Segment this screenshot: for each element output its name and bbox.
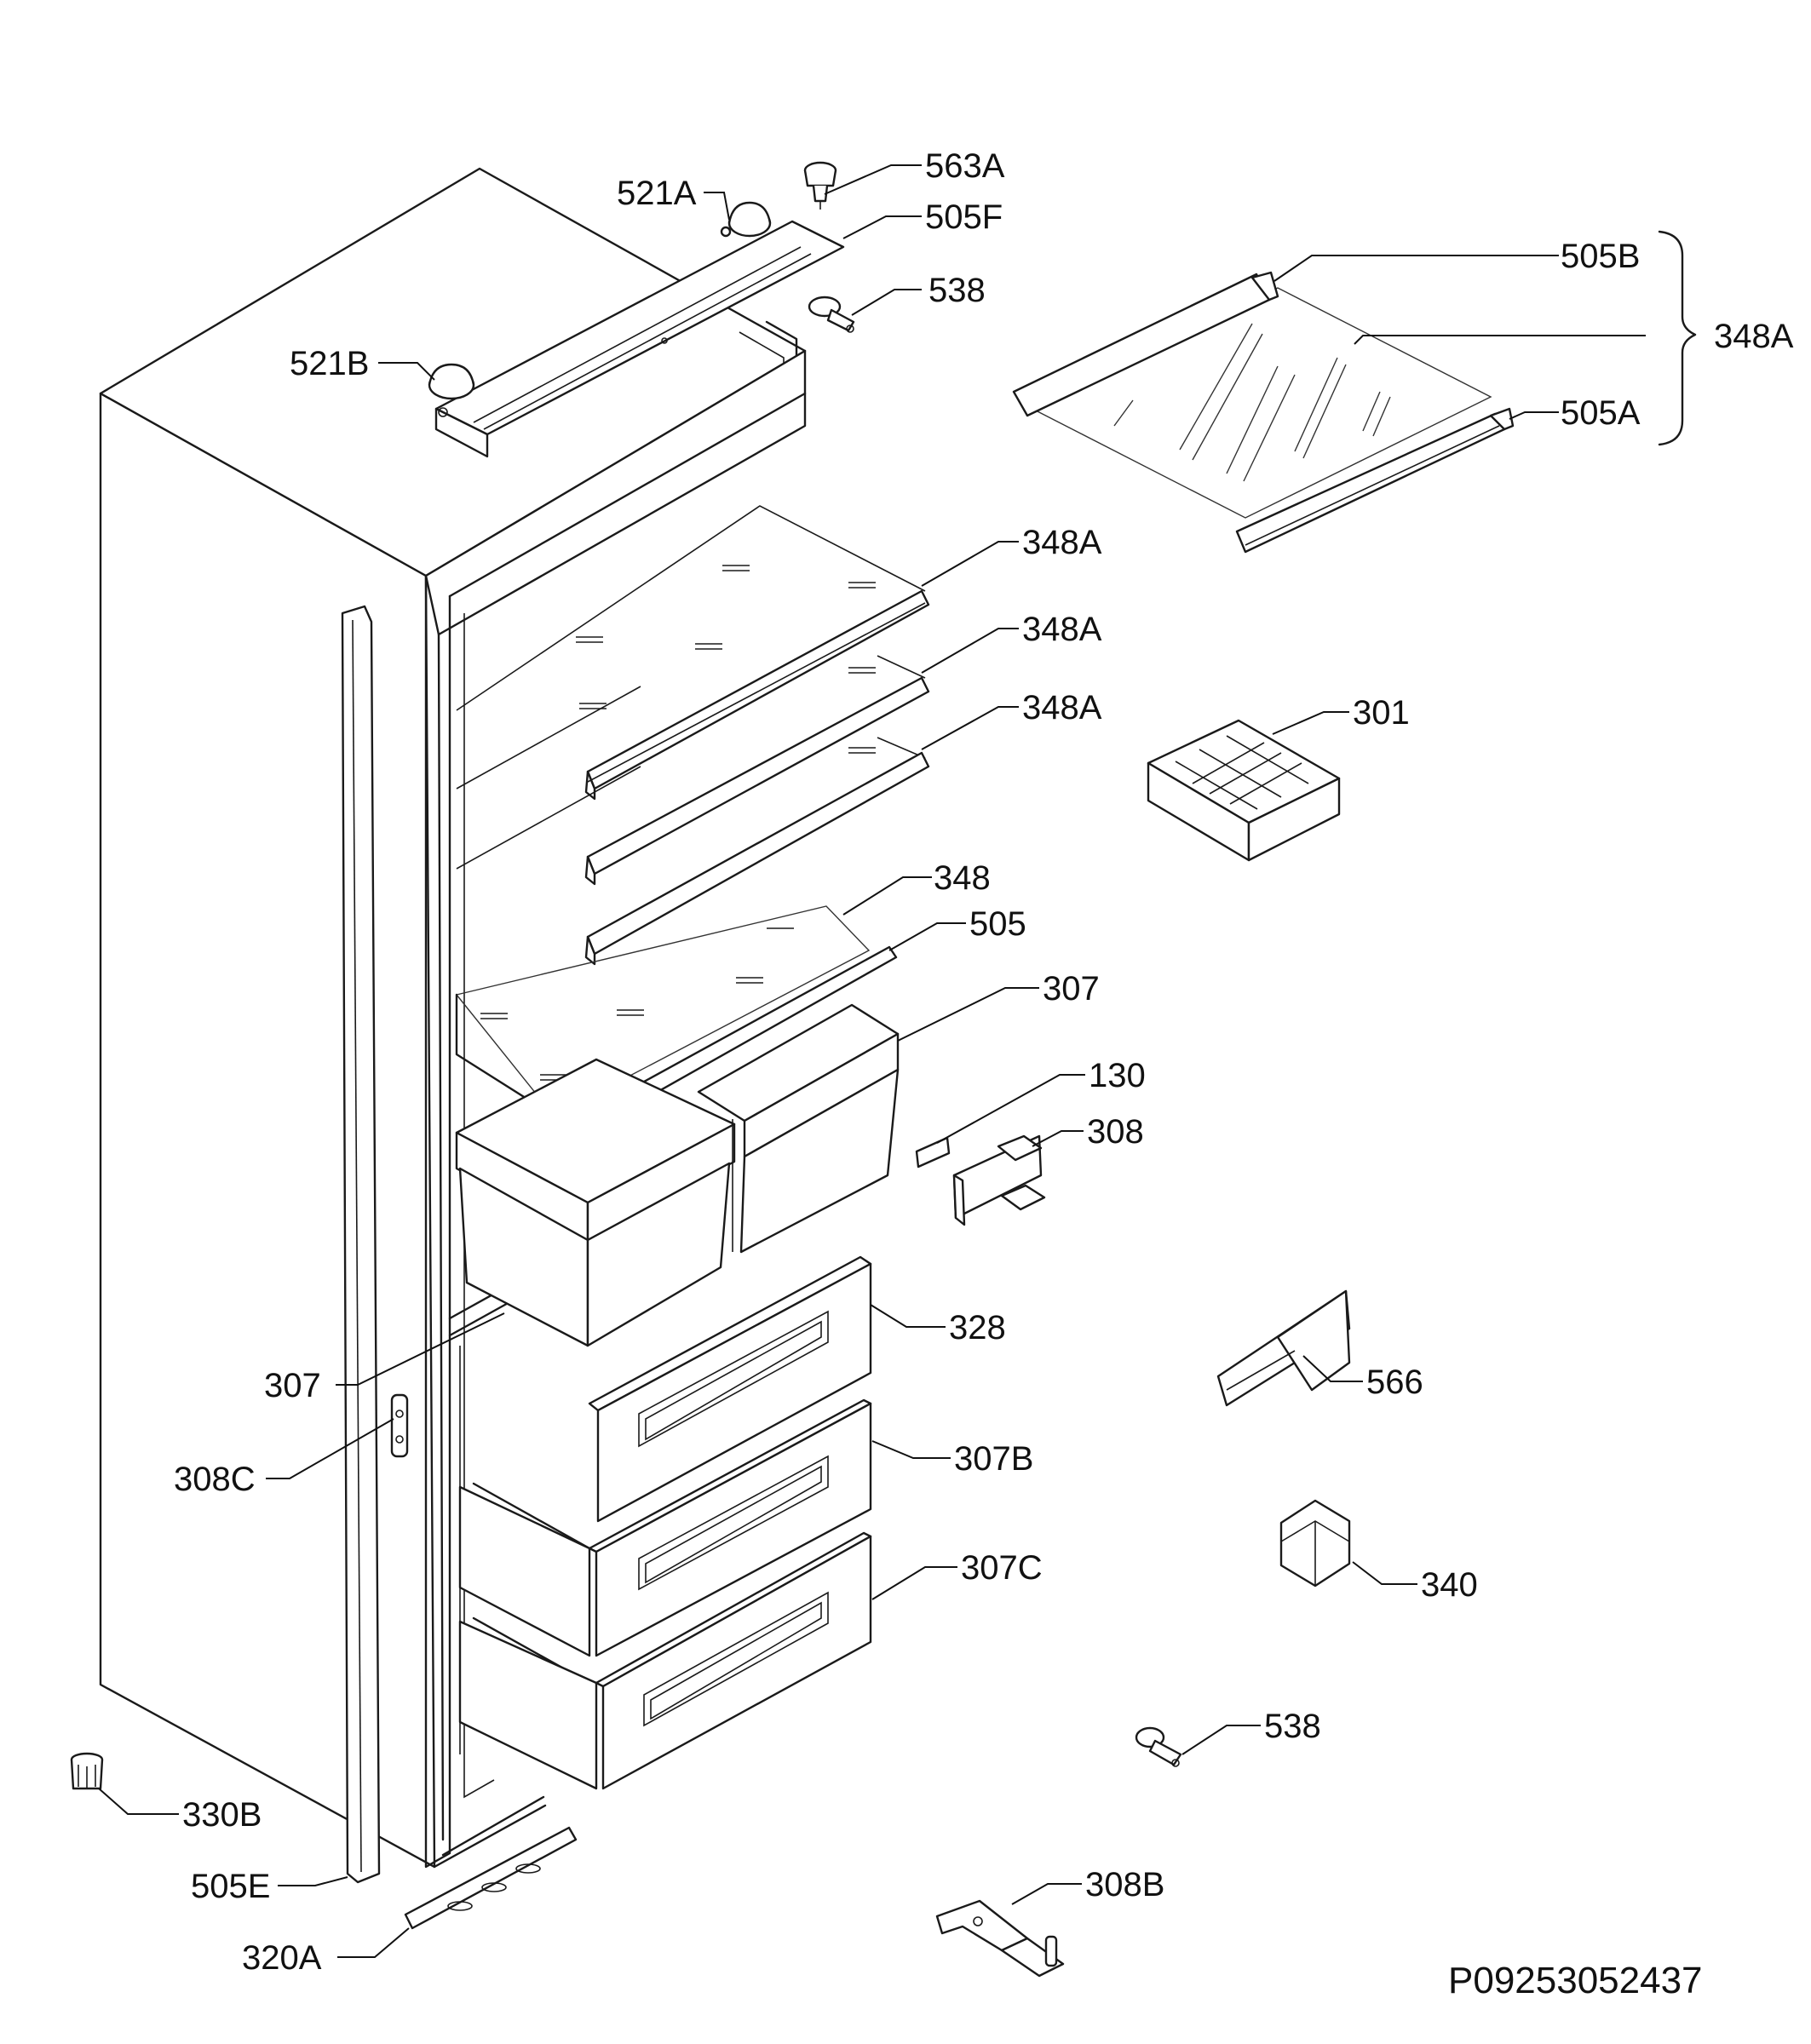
label-348: 348 [934, 859, 991, 897]
cap-521b [428, 363, 475, 400]
label-308b: 308B [1085, 1866, 1164, 1903]
curly-brace-icon [1658, 230, 1697, 446]
top-rail-505f [434, 220, 845, 458]
part-labels: 563A 521A 505F 538 521B 505B 348A 505A 3… [174, 147, 1794, 2001]
label-348a-group: 348A [1714, 318, 1794, 355]
label-505f: 505F [925, 198, 1003, 236]
label-301: 301 [1353, 694, 1410, 732]
label-308: 308 [1087, 1113, 1144, 1151]
crisper-drawer-307-right [697, 1003, 900, 1254]
label-521a: 521A [617, 175, 697, 212]
hinge-pin-308c [390, 1393, 409, 1458]
freezer-drawer-307c [458, 1531, 872, 1790]
base-rail-320a [404, 1826, 578, 1930]
label-505a: 505A [1561, 394, 1641, 432]
scraper-566 [1216, 1289, 1351, 1407]
label-505: 505 [969, 905, 1026, 943]
label-307-left: 307 [264, 1367, 321, 1404]
label-538-bottom: 538 [1264, 1708, 1321, 1745]
hinge-308b [935, 1899, 1065, 1978]
clip-130 [915, 1136, 951, 1168]
document-id: P09253052437 [1448, 1960, 1703, 2001]
ice-cube-tray-icon [1147, 719, 1341, 862]
label-538-top: 538 [928, 272, 986, 309]
crisper-drawer-307-left [455, 1058, 736, 1347]
glass-shelf-348a-1 [456, 505, 930, 801]
label-348a-2: 348A [1022, 611, 1102, 648]
freezer-drawer-307b [458, 1398, 872, 1657]
cap-521a [720, 201, 772, 238]
glass-shelf-348a-2 [456, 655, 930, 886]
door-seal-505e [341, 605, 381, 1884]
label-307b: 307B [954, 1440, 1033, 1478]
glass-shelf-348a-3 [456, 737, 930, 966]
label-330b: 330B [182, 1796, 262, 1834]
label-566: 566 [1366, 1364, 1423, 1401]
leader-lines [98, 164, 1646, 1958]
shelf-assembly-348a [1012, 271, 1515, 554]
label-340: 340 [1421, 1566, 1478, 1604]
label-348a-3: 348A [1022, 689, 1102, 726]
label-328: 328 [949, 1309, 1006, 1346]
label-307-right: 307 [1043, 970, 1100, 1008]
label-505e: 505E [191, 1868, 270, 1905]
label-320a: 320A [242, 1939, 322, 1977]
label-307c: 307C [961, 1549, 1043, 1587]
freezer-flap-328 [588, 1255, 872, 1523]
plug-563a [803, 161, 837, 210]
bracket-538-top [808, 296, 855, 333]
label-505b: 505B [1561, 238, 1640, 275]
bracket-340 [1279, 1499, 1351, 1588]
label-563a: 563A [925, 147, 1005, 185]
bracket-538-bottom [1135, 1726, 1182, 1767]
label-130: 130 [1089, 1057, 1146, 1094]
label-348a-1: 348A [1022, 524, 1102, 561]
hinge-bracket-308 [952, 1134, 1046, 1226]
glass-markings [480, 565, 876, 1081]
adjustable-foot-330b [70, 1752, 104, 1790]
label-521b: 521B [290, 345, 369, 382]
label-308c: 308C [174, 1461, 256, 1498]
